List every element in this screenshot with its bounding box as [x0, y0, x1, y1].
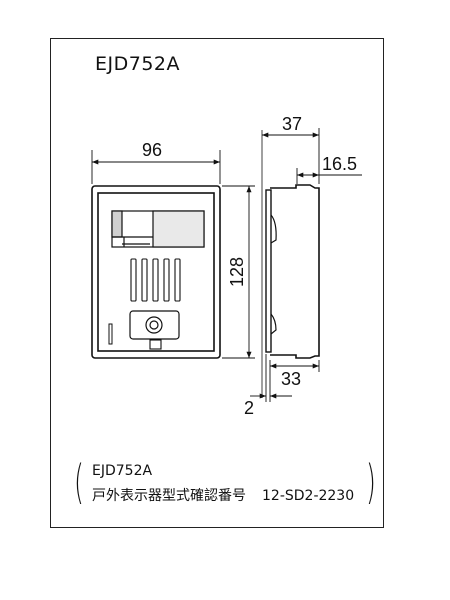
dim-offset: 2 [244, 398, 254, 418]
side-view [261, 130, 320, 398]
speaker-grille [130, 258, 181, 302]
side-boss-top [270, 214, 277, 244]
dim-width: 96 [142, 140, 162, 160]
dim-depth-back: 33 [281, 369, 301, 389]
side-indicator [108, 323, 113, 345]
nameplate-window [111, 210, 205, 248]
certification-line: 戸外表示器型式確認番号 12-SD2-2230 [92, 485, 354, 505]
drawing-frame [50, 38, 384, 528]
close-parenthesis: ) [366, 455, 376, 509]
side-body [270, 184, 320, 359]
dim-depth-front: 16.5 [322, 154, 357, 174]
dim-depth-total: 37 [282, 114, 302, 134]
open-parenthesis: ( [74, 455, 84, 509]
dimension-lines [91, 128, 362, 402]
front-outer-frame [91, 185, 221, 359]
dim-height: 128 [227, 257, 247, 287]
bottom-slot [149, 339, 162, 350]
certification-label: 戸外表示器型式確認番号 [92, 488, 246, 504]
certification-number: 12-SD2-2230 [262, 488, 355, 504]
certification-model: EJD752A [92, 463, 153, 479]
side-boss-bottom [270, 313, 277, 335]
front-view [91, 185, 221, 359]
call-button [129, 310, 180, 340]
side-plate [265, 189, 272, 353]
model-title: EJD752A [95, 53, 181, 75]
front-inner-panel [97, 192, 215, 352]
